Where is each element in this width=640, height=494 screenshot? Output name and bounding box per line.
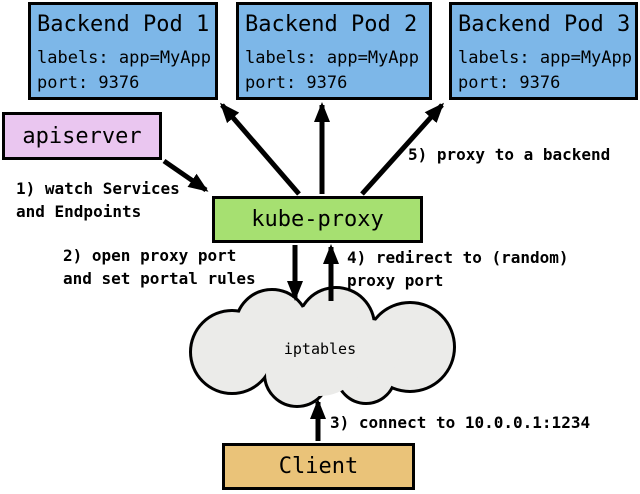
backend-pod-3-title: Backend Pod 3	[458, 12, 631, 37]
kube-proxy-box: kube-proxy	[212, 196, 423, 243]
annotation-step2: 2) open proxy port and set portal rules	[63, 246, 256, 288]
arrow-apiserver-to-kube-proxy	[162, 158, 209, 193]
apiserver-box: apiserver	[2, 112, 162, 160]
client-box: Client	[222, 443, 415, 490]
backend-pod-2-labels: labels: app=MyApp	[245, 48, 419, 68]
iptables-cloud	[189, 286, 456, 408]
backend-pod-1-title: Backend Pod 1	[37, 12, 210, 37]
backend-pod-3-box: Backend Pod 3 labels: app=MyApp port: 93…	[449, 2, 638, 100]
backend-pod-3-port: port: 9376	[458, 73, 561, 93]
backend-pod-2-box: Backend Pod 2 labels: app=MyApp port: 93…	[236, 2, 432, 100]
arrow-kube-proxy-to-pod3	[360, 102, 445, 196]
client-label: Client	[278, 454, 359, 479]
backend-pod-1-port: port: 9376	[37, 73, 140, 93]
iptables-label: iptables	[283, 340, 357, 358]
backend-pod-2-title: Backend Pod 2	[245, 12, 418, 37]
annotation-step1: 1) watch Services and Endpoints	[16, 179, 180, 221]
annotation-step3: 3) connect to 10.0.0.1:1234	[330, 413, 591, 432]
kube-proxy-label: kube-proxy	[251, 207, 384, 232]
backend-pod-1-box: Backend Pod 1 labels: app=MyApp port: 93…	[28, 2, 218, 100]
annotation-step5: 5) proxy to a backend	[408, 145, 611, 164]
annotation-step4: 4) redirect to (random) proxy port	[347, 248, 569, 290]
backend-pod-1-labels: labels: app=MyApp	[37, 48, 211, 68]
backend-pod-2-port: port: 9376	[245, 73, 348, 93]
apiserver-label: apiserver	[22, 123, 142, 149]
backend-pod-3-labels: labels: app=MyApp	[458, 48, 632, 68]
arrow-kube-proxy-to-pod1	[220, 102, 301, 196]
